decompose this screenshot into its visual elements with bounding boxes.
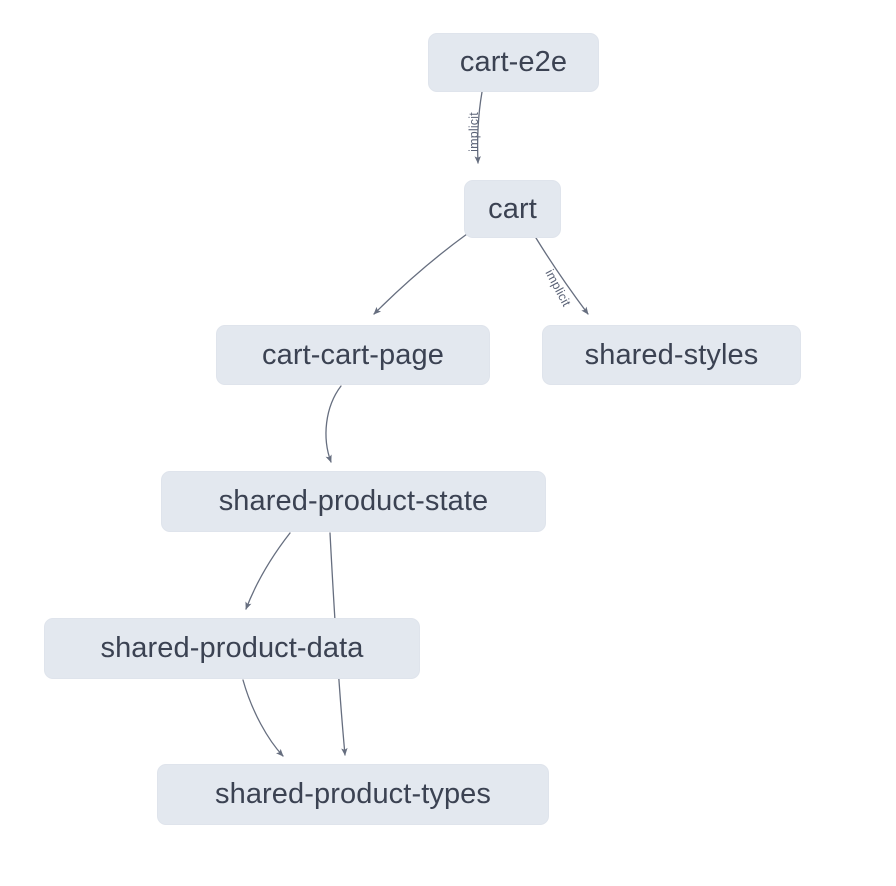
node-label: cart-cart-page [262, 338, 444, 371]
node-shared-product-state[interactable]: shared-product-state [161, 471, 546, 532]
node-label: shared-product-data [100, 632, 364, 664]
edge-cart-cart-page-to-shared-product-state [325, 385, 342, 463]
edge-label-implicit-cart-e2e-to-cart: implicit [467, 112, 481, 152]
node-shared-product-data[interactable]: shared-product-data [44, 618, 420, 679]
node-cart[interactable]: cart [464, 180, 561, 238]
edge-cart-to-cart-cart-page [373, 233, 468, 315]
node-cart-cart-page[interactable]: cart-cart-page [216, 325, 490, 385]
node-label: cart [488, 192, 537, 225]
node-label: shared-product-types [214, 778, 492, 810]
node-label: shared-styles [584, 338, 759, 371]
node-label: shared-product-state [218, 485, 489, 517]
edge-cart-to-shared-styles [535, 237, 589, 315]
edge-shared-product-data-to-shared-product-types [242, 679, 284, 757]
node-shared-product-types[interactable]: shared-product-types [157, 764, 549, 825]
edge-shared-product-state-to-shared-product-data [245, 532, 291, 610]
node-cart-e2e[interactable]: cart-e2e [428, 33, 599, 92]
node-label: cart-e2e [459, 46, 568, 78]
edge-cart-e2e-to-cart [474, 91, 483, 164]
node-shared-styles[interactable]: shared-styles [542, 325, 801, 385]
